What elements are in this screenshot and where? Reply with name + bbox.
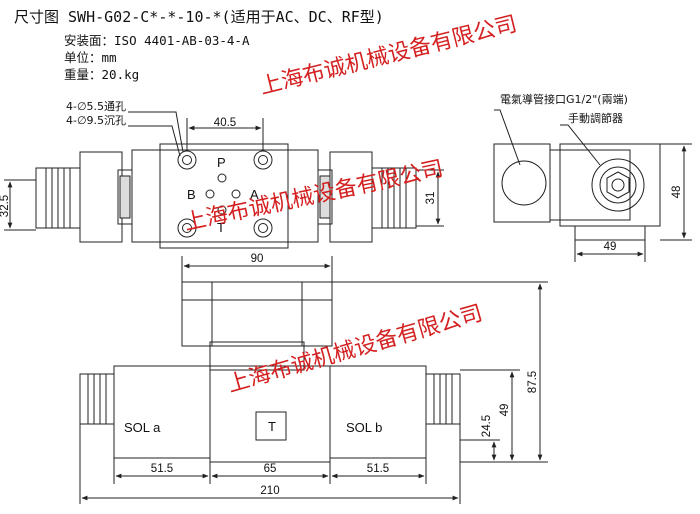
front-t-label: T	[268, 419, 276, 434]
dim-top-spacing: 40.5	[214, 117, 236, 129]
port-p	[217, 173, 227, 183]
port-b-label: B	[187, 187, 196, 202]
dim-front-width: 90	[251, 253, 264, 265]
t-port-marker	[255, 411, 287, 441]
mounting-hole-bl	[177, 218, 197, 238]
watermark-top: 上海布诚机械设备有限公司	[257, 12, 519, 100]
side-base	[574, 225, 646, 241]
dim-left-height: 32.5	[0, 195, 11, 217]
dim-side-width: 49	[604, 241, 617, 253]
mounting-hole-tl	[177, 150, 197, 170]
front-left-coil	[79, 373, 115, 425]
port-a-label: A	[250, 187, 259, 202]
mounting-hole-br	[253, 218, 273, 238]
port-p-label: P	[217, 155, 226, 170]
spec-weight: 重量：20.kg	[64, 64, 139, 83]
dim-left-offset: 51.5	[151, 463, 173, 475]
dim-total-height: 87.5	[527, 371, 539, 393]
side-view	[493, 109, 692, 262]
port-t	[217, 205, 227, 215]
callout-conduit: 電氣導管接口G1/2"(兩端)	[500, 92, 628, 106]
manual-adjuster	[591, 158, 645, 212]
top-left-housing	[79, 151, 123, 243]
callout-through-hole: 4-∅5.5通孔	[66, 100, 126, 113]
spec-unit-value: mm	[101, 50, 117, 65]
conduit-port	[501, 160, 547, 206]
front-view	[79, 256, 548, 504]
side-body	[559, 143, 661, 227]
front-right-coil	[425, 373, 461, 425]
dim-base-height: 24.5	[481, 415, 493, 437]
callout-counterbore: 4-∅9.5沉孔	[66, 114, 126, 127]
spec-header: 尺寸图 SWH-G02-C*-*-10-*(适用于AC、DC、RF型) 安装面：…	[0, 0, 700, 90]
spec-weight-label: 重量：	[64, 67, 102, 82]
sol-a-label: SOL a	[124, 420, 161, 435]
dim-right-offset: 51.5	[367, 463, 389, 475]
top-view	[4, 111, 444, 249]
front-top-block	[181, 281, 333, 347]
port-b	[205, 189, 215, 199]
dim-total-width: 210	[260, 485, 279, 497]
front-left-housing	[113, 365, 211, 459]
dim-center-width: 65	[264, 463, 277, 475]
port-a	[231, 189, 241, 199]
spec-weight-value: 20.kg	[101, 67, 140, 82]
spec-mounting-value: ISO 4401-AB-03-4-A	[114, 33, 250, 48]
dim-body-height: 49	[499, 404, 511, 417]
mounting-hole-tr	[253, 150, 273, 170]
port-t-label: T	[217, 220, 225, 235]
spec-unit: 单位：mm	[64, 47, 117, 66]
drawing-title: 尺寸图 SWH-G02-C*-*-10-*(适用于AC、DC、RF型)	[14, 8, 384, 26]
dim-right-height: 31	[425, 192, 437, 205]
spec-mounting: 安装面：ISO 4401-AB-03-4-A	[64, 30, 249, 49]
top-valve-block	[159, 143, 289, 249]
dim-side-height: 48	[671, 186, 683, 199]
sol-b-label: SOL b	[346, 420, 382, 435]
spec-unit-label: 单位：	[64, 50, 102, 65]
callout-manual-adjuster: 手動調節器	[568, 111, 623, 125]
spec-mounting-label: 安装面：	[64, 33, 115, 48]
front-right-housing	[329, 365, 427, 459]
